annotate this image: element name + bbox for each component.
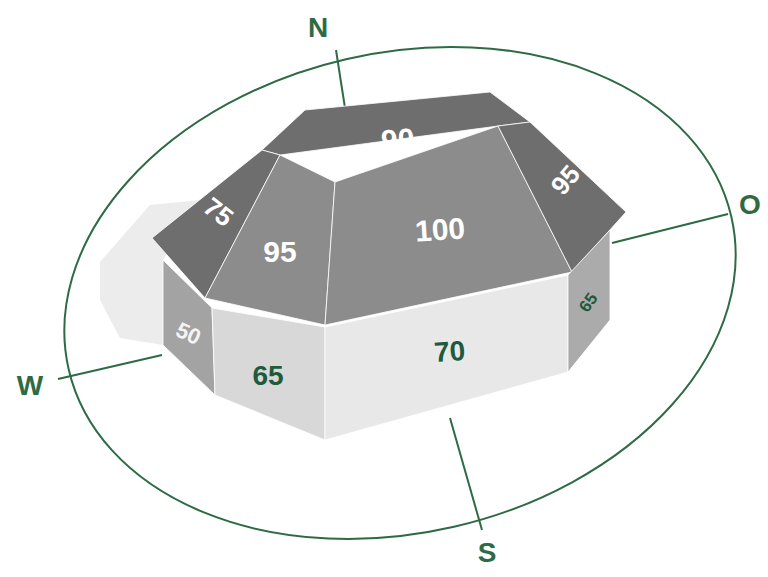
compass-ring [15,0,768,577]
compass-direction: O [739,191,761,219]
compass-tick [612,214,728,243]
face-shape [325,275,568,440]
wall-face: 65 [212,308,325,440]
wall-face: 70 [325,275,568,440]
face-value: 90 [380,124,415,156]
compass-direction: N [308,14,328,42]
face-value: 95 [263,237,296,267]
roof-face: 95 [205,155,335,325]
compass-direction: S [478,539,497,567]
face-shape [205,155,335,325]
face-value: 70 [433,337,466,367]
face-value: 100 [414,213,466,246]
compass-tick [336,50,345,108]
compass-direction: W [17,372,43,400]
face-value: 65 [252,362,283,390]
compass-tick [450,418,482,530]
face-shape [163,260,215,395]
face-shape [568,230,610,372]
compass-tick [58,355,162,379]
face-shape [212,308,325,440]
wall-face: 65 [568,230,610,372]
wall-face: 50 [163,260,215,395]
